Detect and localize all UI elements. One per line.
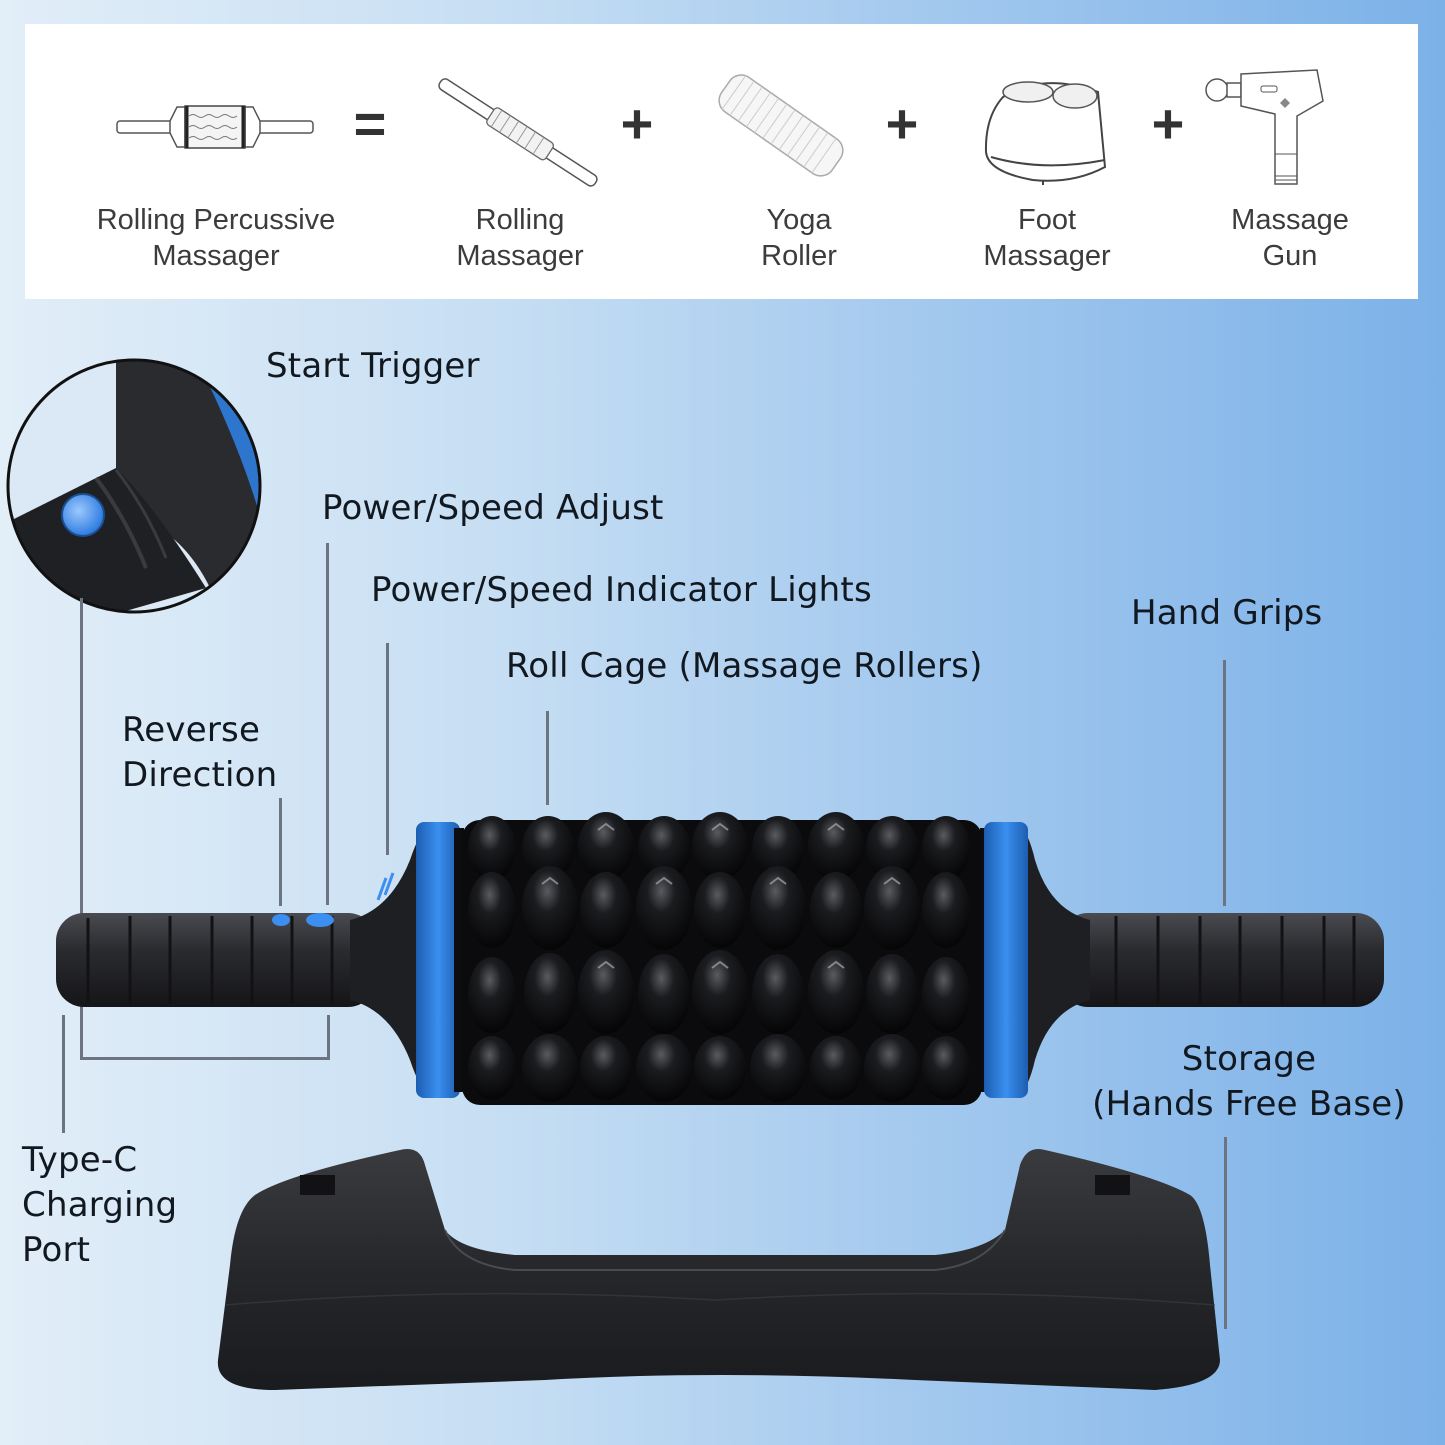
plus-operator: + xyxy=(1151,92,1185,155)
right-hand-grip xyxy=(1060,913,1384,1007)
leader-line-reverse xyxy=(279,798,282,906)
rolling-percussive-massager-icon xyxy=(116,105,314,149)
leader-line-hand-grips xyxy=(1223,660,1226,906)
leader-line-bracket-bottom xyxy=(80,1057,330,1060)
foot-massager-icon xyxy=(984,81,1107,185)
storage-base xyxy=(217,1149,1220,1390)
start-trigger-detail-circle xyxy=(6,358,262,614)
leader-line-type-c xyxy=(62,1015,65,1133)
type-c-port-slot-icon xyxy=(300,1175,335,1195)
leader-line-indicator-lights xyxy=(386,643,389,855)
callout-roll-cage: Roll Cage (Massage Rollers) xyxy=(506,646,983,686)
callout-hand-grips: Hand Grips xyxy=(1131,593,1323,633)
right-blue-ring xyxy=(984,822,1028,1098)
leader-line-start-trigger xyxy=(80,598,83,1060)
reverse-direction-button-icon xyxy=(272,914,290,926)
plus-operator: + xyxy=(620,92,654,155)
callout-indicator-lights: Power/Speed Indicator Lights xyxy=(371,570,872,610)
callout-start-trigger: Start Trigger xyxy=(266,346,480,386)
callout-power-speed-adjust: Power/Speed Adjust xyxy=(322,488,664,528)
equals-operator: = xyxy=(353,92,387,155)
rolling-percussive-massager-product xyxy=(56,812,1384,1105)
yoga-roller-icon xyxy=(718,74,844,177)
left-blue-ring xyxy=(416,822,460,1098)
plus-operator: + xyxy=(885,92,919,155)
leader-line-power-adjust xyxy=(326,543,329,905)
start-trigger-button-icon xyxy=(61,493,105,537)
leader-line-roll-cage xyxy=(546,711,549,805)
rolling-massager-icon xyxy=(438,78,598,187)
leader-line-storage xyxy=(1224,1137,1227,1329)
massage-gun-icon xyxy=(1205,69,1324,185)
callout-storage: Storage(Hands Free Base) xyxy=(1092,1039,1406,1124)
leader-line-bracket-right xyxy=(327,1015,330,1060)
massage-beads xyxy=(468,812,970,1102)
power-speed-button-icon xyxy=(306,913,334,927)
left-hand-grip xyxy=(56,913,376,1007)
